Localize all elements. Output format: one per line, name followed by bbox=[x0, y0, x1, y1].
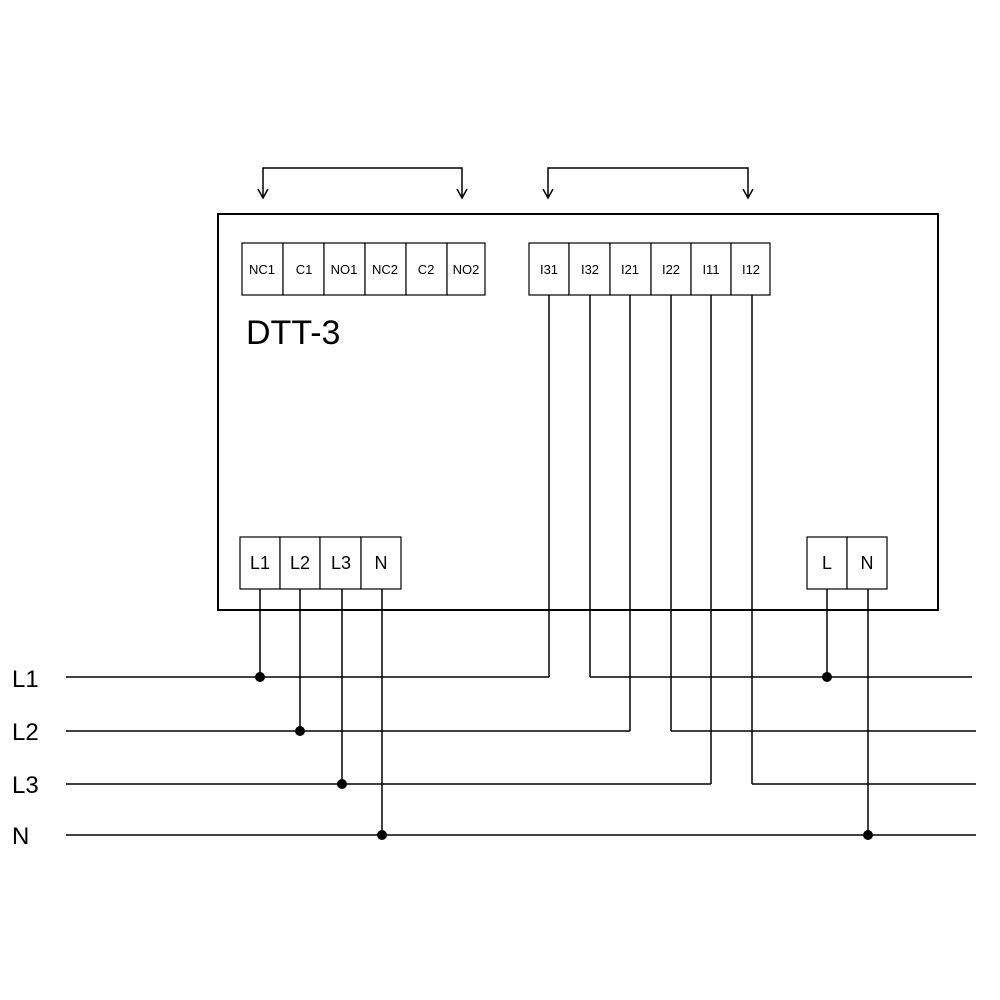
terminal-label-i32: I32 bbox=[581, 262, 599, 277]
relay1-arrow-right bbox=[456, 188, 468, 200]
terminal-i11 bbox=[690, 242, 732, 296]
line-label-l1: L1 bbox=[12, 666, 39, 693]
terminal-i21 bbox=[609, 242, 652, 296]
terminal-label-c2: C2 bbox=[418, 262, 435, 277]
terminal-label-i21: I21 bbox=[621, 262, 639, 277]
terminal-phase-l1 bbox=[239, 536, 281, 590]
terminal-no1 bbox=[323, 242, 366, 296]
line-label-n: N bbox=[12, 823, 29, 850]
terminal-label-i12: I12 bbox=[742, 262, 760, 277]
terminal-label-phase-l3: L3 bbox=[331, 553, 351, 573]
phase-terminal-strip: L1 L2 L3 N bbox=[239, 536, 402, 590]
phase-wires bbox=[259, 589, 383, 835]
terminal-label-phase-n: N bbox=[375, 553, 388, 573]
terminal-supply-n bbox=[846, 536, 888, 590]
device-model-label: DTT-3 bbox=[246, 314, 340, 352]
relay2-bracket bbox=[547, 167, 749, 196]
relay2-arrow-right bbox=[742, 188, 754, 200]
terminal-label-i22: I22 bbox=[662, 262, 680, 277]
relay2-arrow-left bbox=[542, 188, 554, 200]
terminal-label-nc1: NC1 bbox=[249, 262, 275, 277]
terminal-c2 bbox=[405, 242, 448, 296]
relay1-arrow-left bbox=[257, 188, 269, 200]
terminal-i22 bbox=[650, 242, 692, 296]
terminal-nc1 bbox=[241, 242, 284, 296]
sensor-terminal-strip: I31 I32 I21 I22 I11 I12 bbox=[528, 242, 771, 296]
junction-supply-n bbox=[863, 830, 873, 840]
terminal-label-i11: I11 bbox=[702, 262, 719, 277]
junction-l2 bbox=[295, 726, 305, 736]
junction-supply-l bbox=[822, 672, 832, 682]
line-label-l3: L3 bbox=[12, 772, 39, 799]
terminal-i12 bbox=[730, 242, 771, 296]
terminal-no2 bbox=[446, 242, 486, 296]
supply-terminal-strip: L N bbox=[806, 536, 888, 590]
terminal-label-c1: C1 bbox=[296, 262, 313, 277]
relay1-bracket bbox=[262, 167, 463, 196]
supply-wires bbox=[826, 589, 869, 835]
junction-dots bbox=[255, 672, 873, 840]
terminal-label-i31: I31 bbox=[540, 262, 558, 277]
terminal-label-supply-l: L bbox=[822, 553, 832, 573]
terminal-c1 bbox=[282, 242, 325, 296]
junction-n bbox=[377, 830, 387, 840]
relay-indicator-brackets bbox=[257, 167, 754, 200]
sensor-wires bbox=[548, 295, 753, 784]
junction-l3 bbox=[337, 779, 347, 789]
terminal-label-phase-l1: L1 bbox=[250, 553, 270, 573]
terminal-supply-l bbox=[806, 536, 848, 590]
line-label-l2: L2 bbox=[12, 719, 39, 746]
terminal-label-no1: NO1 bbox=[331, 262, 358, 277]
relay-terminal-strip: NC1 C1 NO1 NC2 C2 NO2 bbox=[241, 242, 486, 296]
terminal-label-nc2: NC2 bbox=[372, 262, 398, 277]
junction-l1 bbox=[255, 672, 265, 682]
terminal-phase-n bbox=[360, 536, 402, 590]
terminal-i32 bbox=[568, 242, 611, 296]
supply-lines bbox=[66, 676, 976, 836]
terminal-label-phase-l2: L2 bbox=[290, 553, 310, 573]
terminal-label-no2: NO2 bbox=[453, 262, 480, 277]
terminal-label-supply-n: N bbox=[861, 553, 874, 573]
